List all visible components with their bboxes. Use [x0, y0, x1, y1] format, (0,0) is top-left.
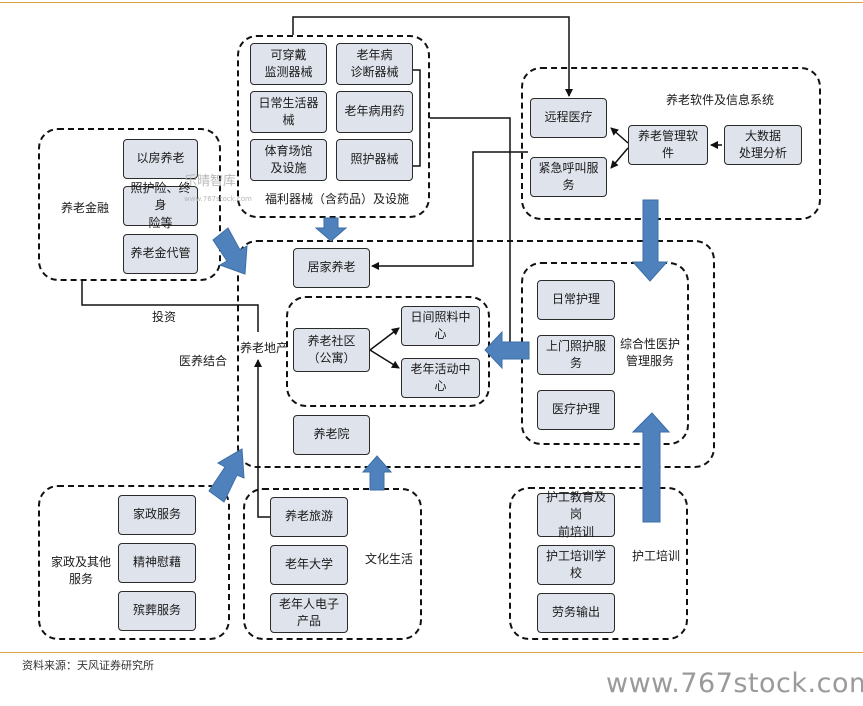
node-labor-export: 劳务输出 [537, 593, 615, 633]
node-elder-tourism: 养老旅游 [270, 497, 348, 537]
node-wearable: 可穿戴 监测器械 [250, 43, 327, 85]
connector-community-to-daycare [369, 327, 400, 351]
caption-elderly-finance: 养老金融 [60, 201, 109, 215]
node-elder-electronics: 老年人电子 产品 [270, 593, 348, 633]
node-medical-care: 医疗护理 [537, 390, 615, 430]
node-elder-mgmt-software: 养老管理软件 [628, 125, 708, 165]
connector-tourism-to-real-estate [254, 359, 270, 518]
watermark-brand: 乐晴智库 [184, 174, 237, 189]
connector-mgmt-to-remote [610, 127, 629, 144]
node-home-care: 居家养老 [293, 248, 370, 288]
node-geriatric-drugs: 老年病用药 [336, 91, 413, 133]
caption-housekeeping: 家政及其他 服务 [50, 555, 111, 587]
caption-nursing-training: 护工培训 [631, 549, 680, 563]
big-arrow-training-up [631, 412, 671, 523]
caption-medical-devices: 福利器械（含药品）及设施 [264, 192, 409, 206]
node-housekeeping-service: 家政服务 [118, 495, 196, 535]
group-core-area [237, 240, 715, 468]
connector-mgmt-to-emergency [610, 147, 629, 169]
group-culture-life [243, 488, 422, 640]
node-nursing-home: 养老院 [293, 415, 370, 455]
node-day-care: 日间照料中心 [401, 306, 480, 346]
group-housekeeping [38, 485, 230, 640]
big-arrow-housekeeping-diag [208, 448, 245, 503]
group-medical-devices [237, 35, 430, 218]
node-nursing-school: 护工培训学校 [537, 545, 615, 585]
node-sports-venue: 体育场馆 及设施 [250, 139, 327, 181]
caption-healthcare-services: 综合性医护 管理服务 [619, 337, 680, 369]
node-reverse-mortgage: 以房养老 [123, 139, 198, 179]
big-arrow-devices-down [314, 217, 348, 242]
node-remote-medical: 远程医疗 [530, 98, 607, 138]
node-daily-living: 日常生活器械 [250, 91, 327, 133]
big-arrow-software-down [631, 199, 669, 282]
top-rule [0, 2, 863, 3]
caption-software-info: 养老软件及信息系统 [665, 93, 774, 107]
connector-finance-to-real-estate [81, 281, 259, 332]
node-geriatric-diag: 老年病 诊断器械 [336, 43, 413, 85]
node-nursing-education: 护工教育及岗 前培训 [537, 490, 615, 539]
node-home-visit: 上门照护服务 [537, 335, 615, 375]
connector-software-to-home-care [371, 151, 528, 270]
node-spiritual-comfort: 精神慰藉 [118, 543, 196, 583]
node-daily-care: 日常护理 [537, 280, 615, 320]
bottom-rule [0, 652, 863, 653]
connector-devices-to-remote-medical [292, 16, 573, 97]
connector-community-to-activity [369, 349, 400, 369]
label-investment: 投资 [151, 310, 176, 324]
node-pension-mgmt: 养老金代管 [123, 234, 198, 274]
big-arrow-finance-diag [212, 227, 248, 275]
caption-culture-life: 文化生活 [364, 552, 413, 566]
node-activity-center: 老年活动中心 [401, 358, 480, 398]
group-software-info [521, 67, 821, 220]
node-care-insurance: 照护险、终身 险等 [123, 181, 198, 230]
watermark-small: www.767stock.com [184, 195, 252, 203]
group-nursing-training [509, 487, 688, 640]
node-emergency-call: 紧急呼叫服务 [530, 157, 607, 197]
node-nursing-device: 照护器械 [336, 139, 413, 181]
group-elderly-finance [38, 128, 221, 281]
big-arrow-culture-up [361, 455, 393, 491]
label-medical-elder-combo: 医养结合 [178, 354, 227, 368]
label-real-estate: 养老地产 [239, 341, 288, 355]
node-community: 养老社区 （公寓） [293, 328, 370, 372]
watermark-url: www.767stock.com [606, 668, 863, 699]
node-elder-university: 老年大学 [270, 545, 348, 585]
node-funeral: 殡葬服务 [118, 591, 196, 631]
node-big-data: 大数据 处理分析 [724, 125, 802, 165]
big-arrow-healthcare-left [484, 330, 530, 370]
connector-device-bracket [413, 69, 421, 167]
source-note: 资料来源：天风证券研究所 [22, 659, 154, 672]
